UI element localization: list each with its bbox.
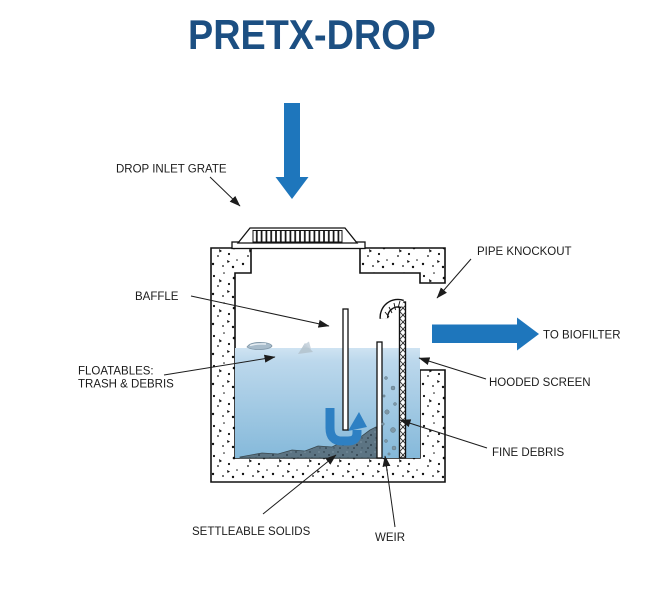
baffle <box>342 308 349 431</box>
leader-drop-inlet-grate <box>209 176 241 207</box>
flow-u-turn-arrow <box>325 408 367 446</box>
label-drop-inlet-grate: DROP INLET GRATE <box>116 164 227 176</box>
water-body <box>235 348 420 458</box>
label-fine-debris: FINE DEBRIS <box>492 447 565 459</box>
outflow-arrow <box>432 317 539 351</box>
label-pipe-knockout: PIPE KNOCKOUT <box>477 246 572 258</box>
leader-pipe-knockout <box>436 258 472 299</box>
page-title: PRETX-DROP <box>188 11 436 58</box>
inflow-arrow <box>275 103 309 199</box>
drop-inlet-grate <box>236 227 359 244</box>
fine-debris-bubbles <box>381 376 397 456</box>
vault-top-right-slab <box>359 247 446 284</box>
weir <box>376 341 383 459</box>
label-floatables-line1: FLOATABLES: <box>78 366 154 378</box>
label-weir: WEIR <box>375 532 405 544</box>
leader-settleable-solids <box>262 454 337 515</box>
leader-hooded-screen <box>418 357 487 380</box>
label-settleable-solids: SETTLEABLE SOLIDS <box>192 526 311 538</box>
leader-lines <box>163 176 488 528</box>
label-hooded-screen: HOODED SCREEN <box>489 377 591 389</box>
label-to-biofilter: TO BIOFILTER <box>543 330 621 342</box>
leader-fine-debris <box>399 419 488 449</box>
leader-weir <box>382 455 396 528</box>
label-baffle: BAFFLE <box>135 291 179 303</box>
leader-baffle <box>190 295 330 328</box>
label-floatables-line2: TRASH & DEBRIS <box>78 379 174 391</box>
floatables-debris <box>246 341 313 354</box>
hooded-screen <box>379 298 407 459</box>
leader-floatables <box>163 354 276 376</box>
